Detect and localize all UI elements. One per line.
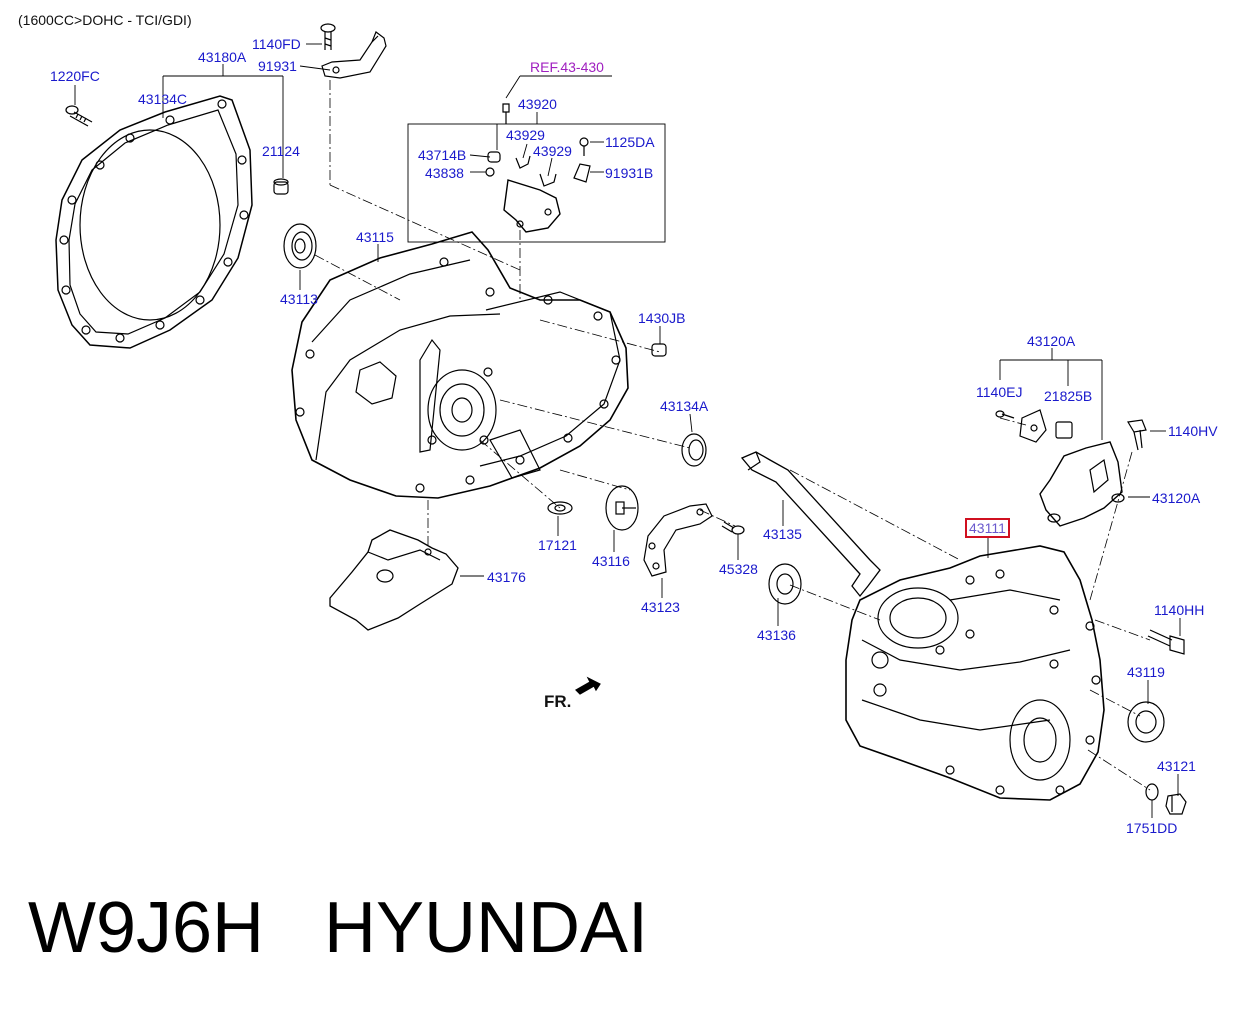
- bolt-1140FD: [320, 23, 336, 50]
- spec-header: (1600CC>DOHC - TCI/GDI): [18, 12, 192, 28]
- magnet-43136: [768, 563, 802, 605]
- dowel-21124: [273, 178, 289, 195]
- part-label-1140FD[interactable]: 1140FD: [252, 36, 301, 52]
- part-label-43121[interactable]: 43121: [1157, 758, 1196, 774]
- part-label-43929[interactable]: 43929: [506, 127, 545, 143]
- case-bolt-bosses: [935, 569, 1101, 795]
- part-label-43113[interactable]: 43113: [280, 291, 318, 307]
- bracket-43123: [643, 503, 713, 577]
- part-label-43119[interactable]: 43119: [1127, 664, 1165, 680]
- oil-seal-43113: [283, 223, 317, 269]
- exploded-parts-diagram: [55, 23, 1187, 818]
- transmission-case-43111: [845, 545, 1105, 801]
- part-label-1140HV[interactable]: 1140HV: [1168, 423, 1218, 439]
- front-arrow-icon: [575, 676, 601, 695]
- part-label-43929-second[interactable]: 43929: [533, 143, 572, 159]
- part-label-43920[interactable]: 43920: [518, 96, 557, 112]
- part-label-43134C[interactable]: 43134C: [138, 91, 188, 107]
- shift-lever-assembly-43920: [485, 103, 591, 233]
- part-label-43116[interactable]: 43116: [592, 553, 630, 569]
- model-code: W9J6H: [28, 888, 265, 968]
- part-label-1125DA[interactable]: 1125DA: [605, 134, 655, 150]
- clutch-housing-43115: [291, 231, 629, 499]
- gasket-bolt-holes: [59, 99, 249, 343]
- mount-bracket-43176: [329, 529, 459, 631]
- washer-17121: [547, 501, 573, 515]
- bolt-45328: [721, 521, 745, 535]
- part-label-43135[interactable]: 43135: [763, 526, 802, 542]
- part-label-91931B[interactable]: 91931B: [605, 165, 654, 181]
- bolt-1220FC: [65, 105, 93, 127]
- part-label-21825B[interactable]: 21825B: [1044, 388, 1093, 404]
- plug-43121: [1165, 793, 1187, 815]
- pin-1430JB: [651, 343, 667, 357]
- part-label-43180A[interactable]: 43180A: [198, 49, 247, 65]
- part-label-1140HH[interactable]: 1140HH: [1154, 602, 1205, 618]
- bolt-1140HV: [1127, 419, 1147, 451]
- housing-bolt-bosses: [295, 257, 621, 493]
- bracket-group-43120A: [995, 409, 1125, 527]
- oil-seal-43119: [1127, 701, 1165, 743]
- bracket-91931: [321, 31, 387, 79]
- part-label-91931[interactable]: 91931: [258, 58, 297, 74]
- part-label-45328[interactable]: 45328: [719, 561, 758, 577]
- part-label-1220FC[interactable]: 1220FC: [50, 68, 100, 84]
- part-label-43176[interactable]: 43176: [487, 569, 526, 585]
- part-label-43714B[interactable]: 43714B: [418, 147, 467, 163]
- part-label-43115[interactable]: 43115: [356, 229, 394, 245]
- gasket-plate-43180A: [55, 95, 253, 349]
- part-label-1430JB[interactable]: 1430JB: [638, 310, 686, 326]
- alignment-lines: [314, 80, 1151, 791]
- front-direction-label: FR.: [544, 692, 572, 711]
- footer-caption: W9J6H HYUNDAI: [0, 850, 1243, 1017]
- washer-1751DD: [1145, 783, 1159, 801]
- oil-seal-43134A: [681, 433, 707, 467]
- part-label-1140EJ[interactable]: 1140EJ: [976, 384, 1023, 400]
- part-label-43136[interactable]: 43136: [757, 627, 796, 643]
- part-label-1751DD[interactable]: 1751DD: [1126, 820, 1178, 836]
- part-label-43123[interactable]: 43123: [641, 599, 680, 615]
- part-label-43120A[interactable]: 43120A: [1152, 490, 1201, 506]
- part-label-43838[interactable]: 43838: [425, 165, 464, 181]
- part-label-43111-highlighted[interactable]: 43111: [965, 518, 1010, 538]
- part-label-17121[interactable]: 17121: [538, 537, 577, 553]
- brand-name: HYUNDAI: [324, 888, 649, 968]
- part-label-43120A-group[interactable]: 43120A: [1027, 333, 1076, 349]
- reference-label-43-430[interactable]: REF.43-430: [530, 59, 604, 75]
- part-label-21124[interactable]: 21124: [262, 143, 300, 159]
- guide-43135: [740, 451, 881, 598]
- part-label-43134A[interactable]: 43134A: [660, 398, 709, 414]
- oil-guide-43116: [605, 485, 639, 531]
- leader-lines: [74, 43, 1181, 818]
- bolt-1140HH: [1147, 629, 1185, 655]
